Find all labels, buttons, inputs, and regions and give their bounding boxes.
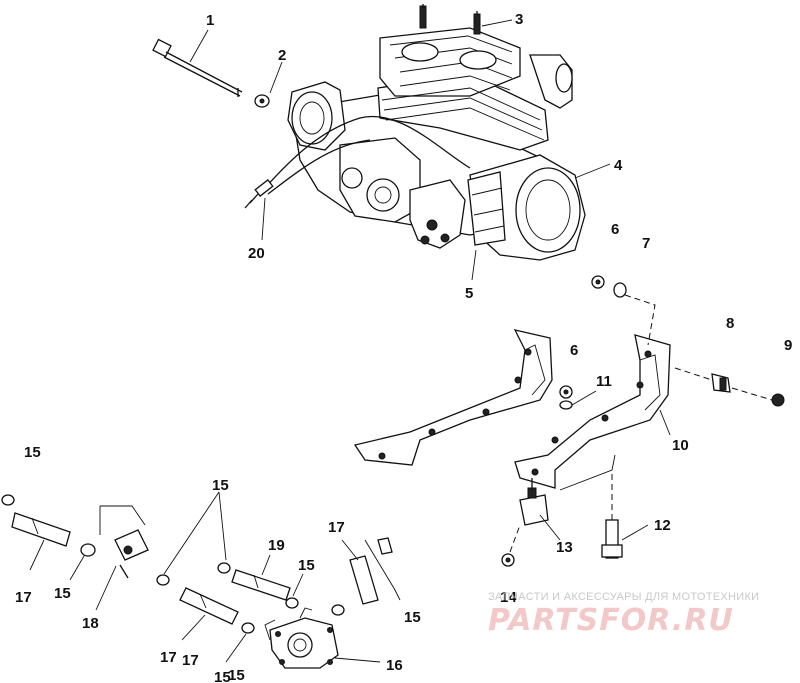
callout-15f: 15 [404, 609, 421, 626]
callout-12: 12 [654, 517, 671, 534]
callout-2: 2 [278, 47, 286, 64]
callout-6b: 6 [570, 342, 578, 359]
watermark-brand: PARTSFOR.RU [488, 603, 734, 638]
callout-5: 5 [465, 285, 473, 302]
callout-4: 4 [614, 157, 623, 174]
watermark: ЗАПЧАСТИ И АКСЕССУАРЫ ДЛЯ МОТОТЕХНИКИ PA… [488, 591, 759, 638]
callout-17d: 17 [182, 652, 199, 669]
callout-labels: 1 2 3 4 5 6 7 6 11 8 9 10 20 15 15 15 19… [15, 11, 792, 683]
callout-15e: 15 [214, 669, 231, 683]
engine-mount-brackets [353, 329, 671, 491]
callout-15g: 15 [228, 667, 245, 683]
callout-19: 19 [268, 537, 285, 554]
fasteners [501, 275, 785, 567]
callout-3: 3 [515, 11, 523, 28]
watermark-tagline: ЗАПЧАСТИ И АКСЕССУАРЫ ДЛЯ МОТОТЕХНИКИ [488, 591, 759, 603]
callout-7: 7 [642, 235, 650, 252]
leader-lines [29, 19, 671, 663]
callout-15a: 15 [24, 444, 41, 461]
callout-16: 16 [386, 657, 403, 674]
callout-9: 9 [784, 337, 792, 354]
callout-15d: 15 [54, 585, 71, 602]
callout-20: 20 [248, 245, 265, 262]
callout-6: 6 [611, 221, 619, 238]
callout-17c: 17 [328, 519, 345, 536]
callout-17b: 17 [160, 649, 177, 666]
fuel-hoses [1, 494, 401, 669]
callout-10: 10 [672, 437, 689, 454]
callout-1: 1 [206, 12, 214, 29]
callout-13: 13 [556, 539, 573, 556]
engine-assembly [244, 4, 586, 261]
callout-11: 11 [596, 373, 612, 390]
callout-8: 8 [726, 315, 734, 332]
callout-17a: 17 [15, 589, 32, 606]
callout-15c: 15 [298, 557, 315, 574]
callout-15b: 15 [212, 477, 229, 494]
callout-18: 18 [82, 615, 99, 632]
bolt-and-washer [152, 38, 270, 108]
callout-14: 14 [500, 589, 517, 606]
